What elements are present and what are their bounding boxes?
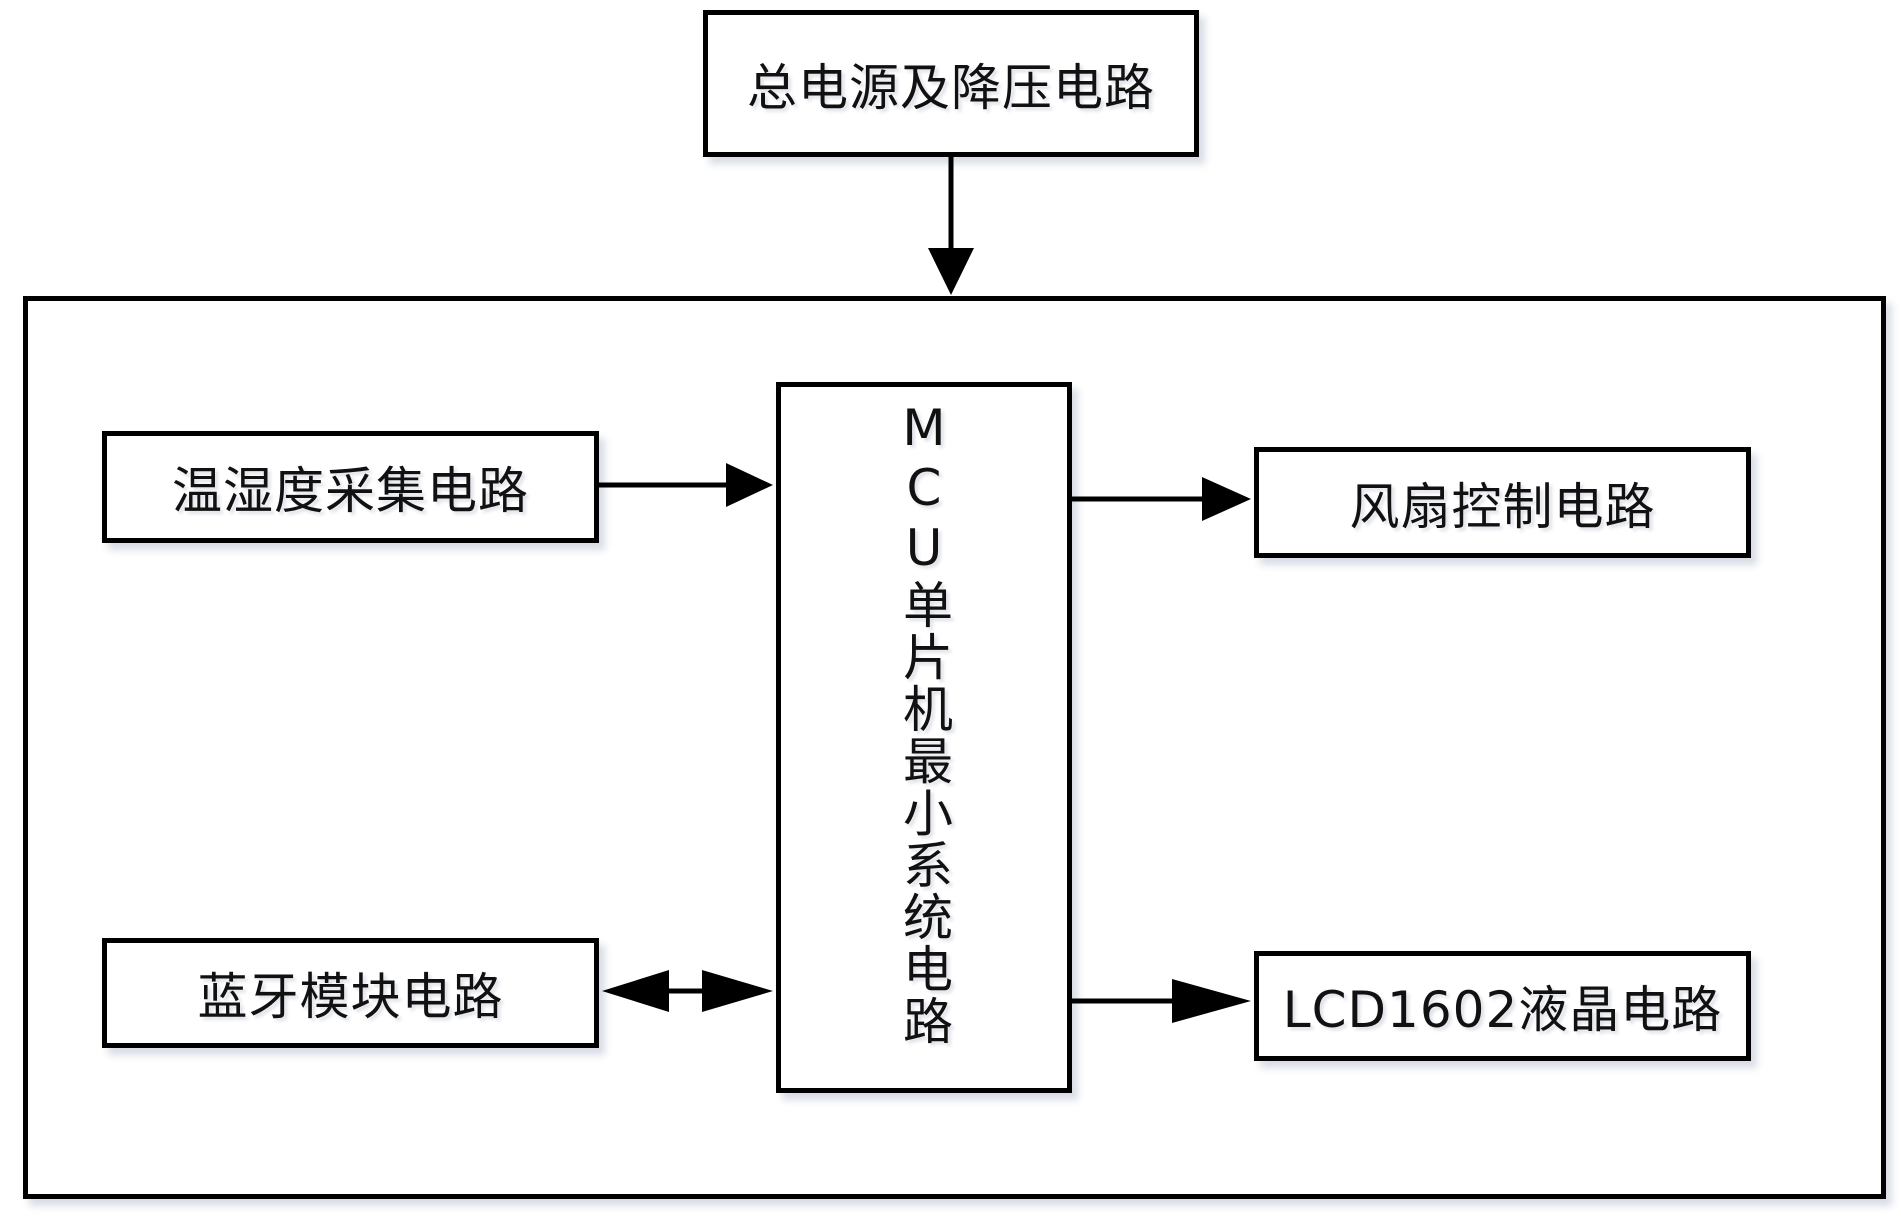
bluetooth-block: 蓝牙模块电路 [102, 938, 599, 1048]
fan-block-label: 风扇控制电路 [1349, 477, 1656, 536]
power-to-system-arrow [928, 157, 974, 295]
lcd-block: LCD1602液晶电路 [1254, 951, 1751, 1061]
sensor-block: 温湿度采集电路 [102, 431, 599, 543]
mcu-block-label: MCU单片机最小系统电路 [895, 398, 953, 1047]
fan-block: 风扇控制电路 [1254, 447, 1751, 558]
bluetooth-block-label: 蓝牙模块电路 [197, 968, 504, 1026]
power-block: 总电源及降压电路 [703, 10, 1199, 157]
mcu-block: MCU单片机最小系统电路 [776, 382, 1072, 1093]
sensor-block-label: 温湿度采集电路 [172, 462, 529, 520]
lcd-block-label: LCD1602液晶电路 [1282, 981, 1723, 1039]
power-block-label: 总电源及降压电路 [747, 58, 1155, 117]
